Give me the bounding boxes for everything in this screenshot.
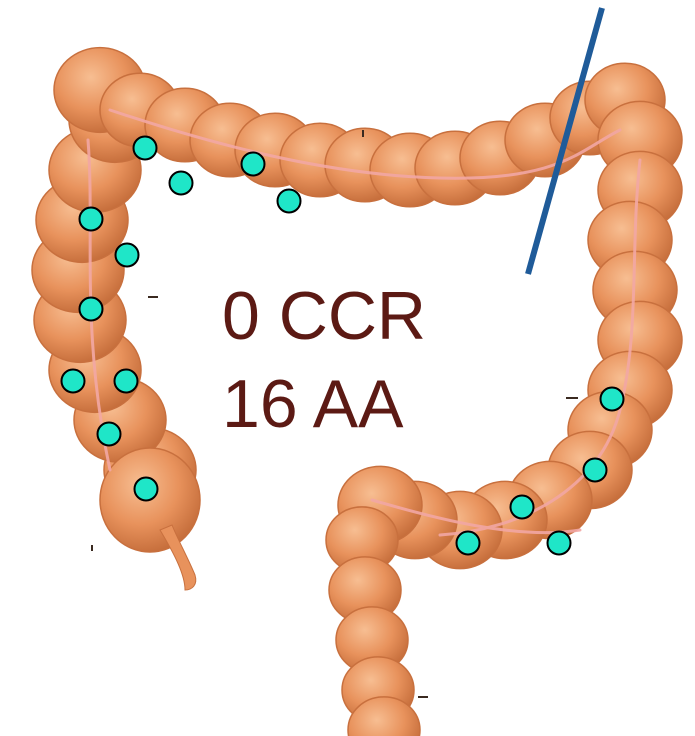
lesion-dot [115,370,138,393]
lesion-dot [98,423,121,446]
lesion-dot [457,532,480,555]
lesion-dot [135,478,158,501]
lesion-dot [62,370,85,393]
lesion-dot [242,153,265,176]
lesion-dot [170,172,193,195]
lesion-dot [134,137,157,160]
lesion-dot [584,459,607,482]
aa-count-label: 16 AA [222,370,404,438]
lesion-dot [80,208,103,231]
lesion-dot [511,496,534,519]
lesion-dot [80,298,103,321]
lesion-dot [278,190,301,213]
ccr-count-label: 0 CCR [222,282,426,350]
lesion-dot [548,532,571,555]
lesion-dot [116,244,139,267]
lesion-dot [601,388,624,411]
